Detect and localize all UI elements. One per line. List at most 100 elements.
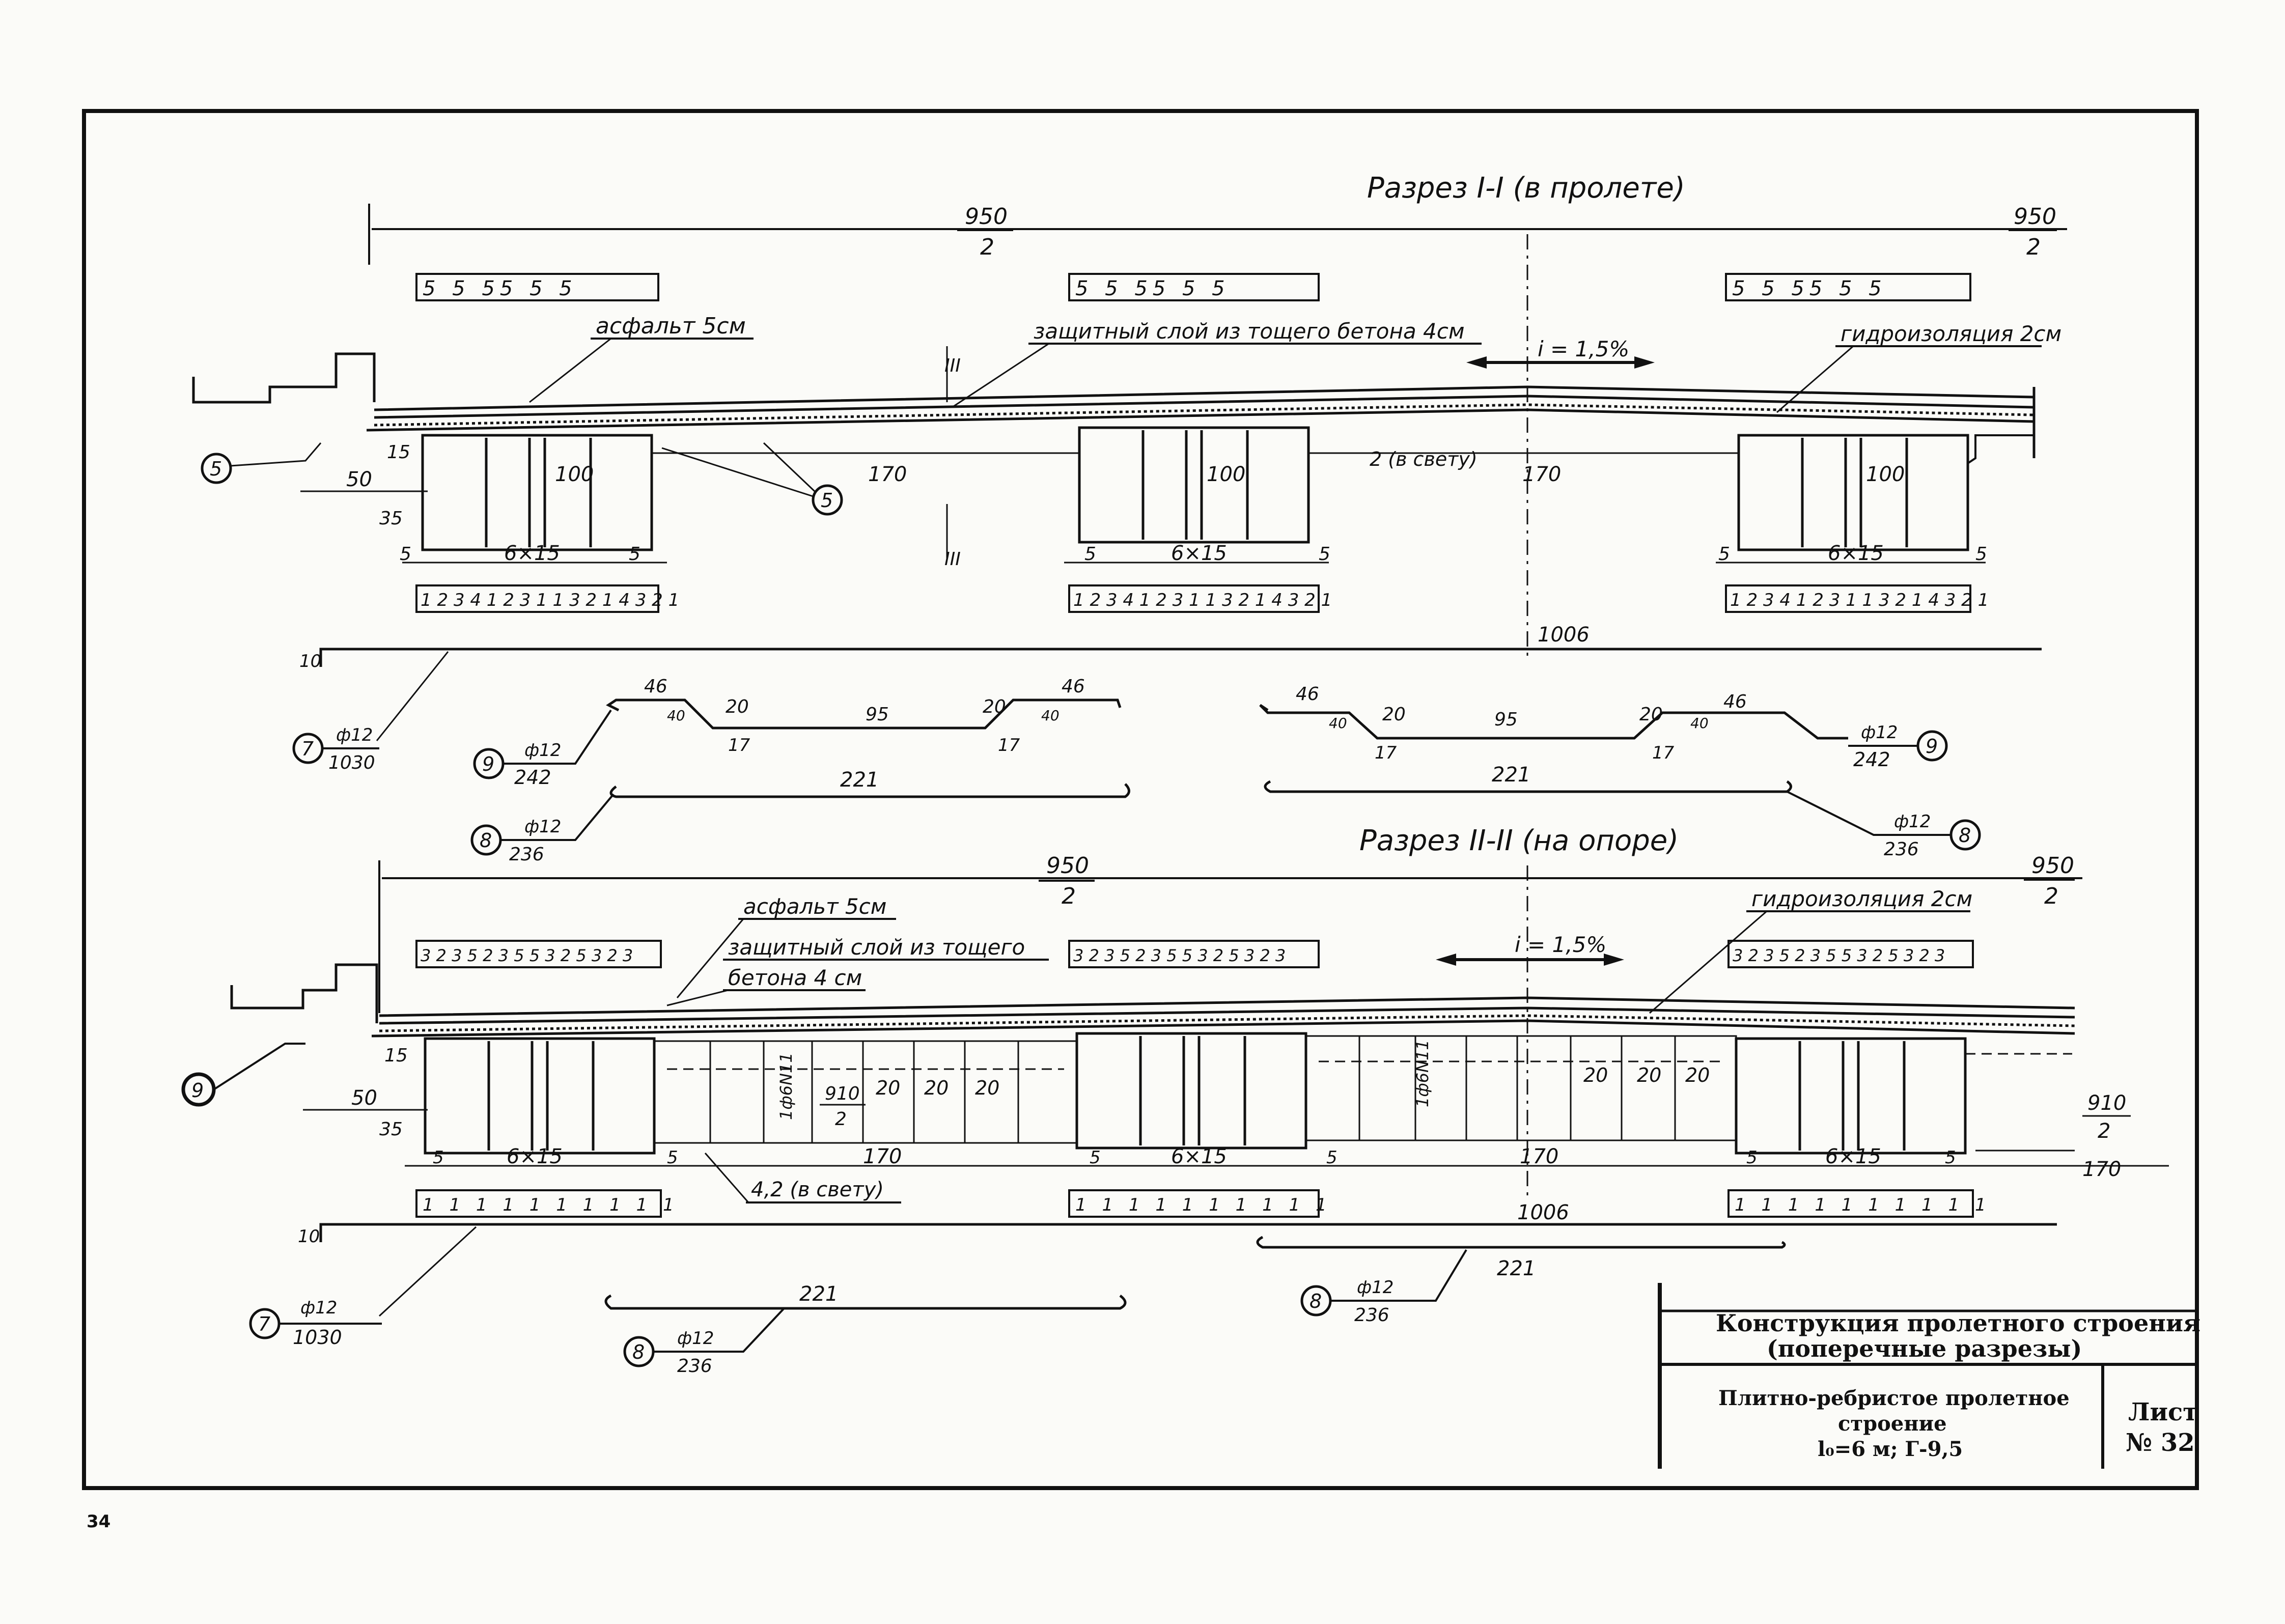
section-1-title: Разрез I-I (в пролете) — [1367, 172, 1685, 205]
callout-9-s2: 9 — [181, 1043, 305, 1107]
section-2: Разрез II-II (на опоре) 950 2 950 2 3 2 … — [181, 824, 2169, 1377]
s2-910-num: 910 — [825, 1083, 860, 1104]
marker-iii-top: III — [944, 355, 961, 376]
bend-46-d: 46 — [1723, 691, 1747, 712]
s2-dim-5-e: 5 — [1746, 1147, 1758, 1168]
page-number: 34 — [87, 1511, 110, 1532]
bar8-dia-right: ф12 — [1894, 811, 1931, 832]
half-width-num-right: 950 — [2014, 204, 2056, 230]
callout-5-middle-text: 5 — [821, 489, 833, 512]
callout-8-bottom-left-mark: 8 — [632, 1341, 645, 1363]
s2-dim-20-e: 20 — [1637, 1064, 1661, 1086]
dim-100-middle: 100 — [1207, 463, 1245, 486]
callout-9-left-mark: 9 — [482, 753, 494, 775]
s2-dim-15: 15 — [384, 1045, 408, 1066]
s2-bar7-dia: ф12 — [300, 1298, 337, 1318]
s2-dim-6x15-left: 6×15 — [507, 1145, 563, 1168]
s2-dim-5-c: 5 — [1090, 1147, 1101, 1168]
sheet-label: Лист — [2128, 1398, 2198, 1426]
s2-dim-170-middle: 170 — [1520, 1145, 1558, 1168]
s2-half-width-num-right: 950 — [2031, 853, 2074, 879]
s2-len-1006: 1006 — [1517, 1201, 1569, 1224]
s2-bar7-len: 1030 — [293, 1326, 342, 1349]
s2-dim-170-right: 170 — [2082, 1158, 2121, 1181]
s2-dim-20-a: 20 — [876, 1077, 900, 1099]
callout-8-bottom-right-mark: 8 — [1309, 1290, 1322, 1312]
bend-20-c: 20 — [1382, 704, 1406, 725]
top-schedule-3: 5 5 55 5 5 — [1732, 277, 1887, 300]
bar8-len-right: 236 — [1884, 839, 1919, 860]
title-block-subtitle-1: Плитно-ребристое пролетное — [1718, 1386, 2070, 1410]
callout-8-bottom-left: 8 ф12 236 — [623, 1307, 785, 1377]
bar8-dia-left: ф12 — [524, 817, 561, 837]
s2-dim-20-b: 20 — [924, 1077, 949, 1099]
bend-46-a: 46 — [644, 676, 667, 697]
s2-bottom-schedule-3: 1 1 1 1 1 1 1 1 1 1 — [1735, 1195, 1991, 1215]
title-block-title-1: Конструкция пролетного строения — [1716, 1309, 2200, 1337]
s2-asphalt-label: асфальт 5см — [743, 894, 886, 919]
dim-50: 50 — [346, 468, 372, 491]
callout-9-left: 9 ф12 242 — [473, 709, 612, 789]
s2-slope-label: i = 1,5% — [1515, 932, 1606, 957]
bend-40-a: 40 — [667, 707, 685, 724]
section-2-title: Разрез II-II (на опоре) — [1359, 824, 1679, 857]
dim-170-right: 170 — [1522, 463, 1561, 486]
title-block-subtitle-2: строение — [1838, 1412, 1947, 1436]
callout-9-right-mark: 9 — [1926, 735, 1938, 758]
s2-bar8a-dia: ф12 — [677, 1328, 714, 1349]
asphalt-label: асфальт 5см — [596, 313, 746, 339]
s2-top-schedule-1: 3 2 3 5 2 3 5 5 3 2 5 3 2 3 — [421, 946, 633, 965]
s2-protective-layer-2: бетона 4 см — [728, 965, 862, 990]
half-width-num: 950 — [965, 204, 1008, 230]
slope-label: i = 1,5% — [1538, 337, 1629, 361]
dim-5-c: 5 — [1084, 544, 1096, 565]
leg-17-d: 17 — [1652, 743, 1675, 763]
dim-35: 35 — [379, 508, 403, 529]
s2-dim-5-a: 5 — [433, 1147, 444, 1168]
s2-dim-6x15-right: 6×15 — [1825, 1145, 1881, 1168]
bottom-schedule-1: 1 2 3 4 1 2 3 1 1 3 2 1 4 3 2 1 — [421, 590, 679, 610]
bend-40-b: 40 — [1041, 707, 1060, 724]
s2-top-schedule-3: 3 2 3 5 2 3 5 5 3 2 5 3 2 3 — [1733, 946, 1945, 965]
bend-46-c: 46 — [1296, 684, 1319, 705]
title-block-title-2: (поперечные разрезы) — [1767, 1335, 2082, 1362]
callout-8-left: 8 ф12 236 — [470, 793, 615, 865]
bend-46-b: 46 — [1062, 676, 1085, 697]
bar-hook-10: 10 — [299, 651, 321, 671]
top-schedule-2: 5 5 55 5 5 — [1075, 277, 1230, 300]
bend-40-d: 40 — [1690, 715, 1709, 732]
dim-170-left: 170 — [868, 463, 907, 486]
callout-7-bottom-mark: 7 — [258, 1313, 270, 1335]
section-1: Разрез I-I (в пролете) 950 2 950 2 5 5 5… — [192, 172, 2067, 662]
s2-waterproofing-label: гидроизоляция 2см — [1751, 886, 1972, 911]
s2-dim-42-clear: 4,2 (в свету) — [751, 1178, 884, 1201]
callout-5-left: 5 — [201, 442, 322, 484]
bar9-len-right: 242 — [1853, 748, 1890, 771]
callout-7-top-mark: 7 — [301, 738, 314, 760]
s2-half-width-den: 2 — [1062, 883, 1076, 909]
bar-length-1006: 1006 — [1538, 623, 1590, 647]
len-221-a: 221 — [840, 768, 879, 792]
bar9-dia-left: ф12 — [524, 740, 561, 761]
dim-5-b: 5 — [629, 544, 640, 565]
s2-dim-6x15-middle: 6×15 — [1171, 1145, 1227, 1168]
s2-protective-layer-1: защитный слой из тощего — [728, 935, 1025, 960]
s2-bar8b-dia: ф12 — [1357, 1277, 1394, 1298]
dim-6x15-left: 6×15 — [504, 542, 560, 565]
s2-bottom-schedule-1: 1 1 1 1 1 1 1 1 1 1 — [423, 1195, 679, 1215]
callout-8-left-mark: 8 — [480, 829, 492, 852]
s2-bar8b-len: 236 — [1354, 1305, 1389, 1326]
s2-dim-5-d: 5 — [1326, 1147, 1337, 1168]
callout-8-bottom-right: 8 ф12 236 — [1300, 1249, 1467, 1326]
leg-17-a: 17 — [728, 735, 750, 755]
leg-17-c: 17 — [1375, 743, 1397, 763]
s2-dim-170-left: 170 — [863, 1145, 902, 1168]
dim-5-a: 5 — [400, 544, 411, 565]
protective-layer-label: защитный слой из тощего бетона 4см — [1034, 319, 1465, 344]
bottom-schedule-3: 1 2 3 4 1 2 3 1 1 3 2 1 4 3 2 1 — [1730, 590, 1989, 610]
s2-bar8a-len: 236 — [677, 1356, 712, 1377]
bottom-schedule-2: 1 2 3 4 1 2 3 1 1 3 2 1 4 3 2 1 — [1073, 590, 1332, 610]
dim-5-d: 5 — [1319, 544, 1330, 565]
s2-dim-35: 35 — [379, 1119, 403, 1140]
callout-8-right: 8 ф12 236 — [1787, 791, 1981, 860]
